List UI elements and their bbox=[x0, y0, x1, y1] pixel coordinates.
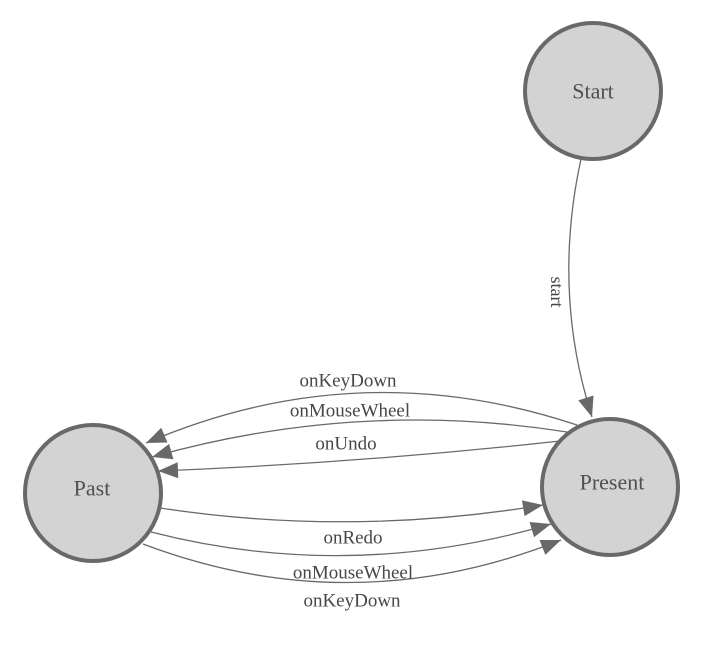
state-circle-start bbox=[523, 21, 663, 161]
state-label-present: Present bbox=[580, 470, 645, 495]
edge-start-to-present bbox=[568, 158, 594, 418]
edge-label-onmousewheel-top: onMouseWheel bbox=[290, 401, 410, 422]
edge-label-onredo: onRedo bbox=[323, 528, 382, 549]
edge-label-start: start bbox=[547, 277, 567, 308]
edge-past-to-present-onredo bbox=[159, 500, 544, 523]
edge-label-onkeydown-bottom: onKeyDown bbox=[303, 591, 401, 612]
edge-label-onkeydown-top: onKeyDown bbox=[299, 371, 397, 392]
state-circle-past bbox=[23, 423, 163, 563]
edge-past-to-present-onmousewheel bbox=[150, 521, 552, 557]
state-circle-present bbox=[540, 417, 680, 557]
edge-past-to-present-onkeydown bbox=[142, 539, 562, 584]
edge-present-to-past-onkeydown bbox=[145, 391, 578, 444]
state-node-start: Start bbox=[523, 21, 663, 161]
edge-present-to-past-onmousewheel bbox=[151, 419, 568, 460]
edge-label-onundo: onUndo bbox=[315, 434, 376, 455]
state-label-start: Start bbox=[572, 79, 614, 104]
state-node-present: Present bbox=[540, 417, 680, 557]
edge-label-onmousewheel-bottom: onMouseWheel bbox=[293, 563, 413, 584]
edge-present-to-past-onundo bbox=[157, 440, 561, 479]
state-label-past: Past bbox=[74, 476, 111, 501]
state-node-past: Past bbox=[23, 423, 163, 563]
